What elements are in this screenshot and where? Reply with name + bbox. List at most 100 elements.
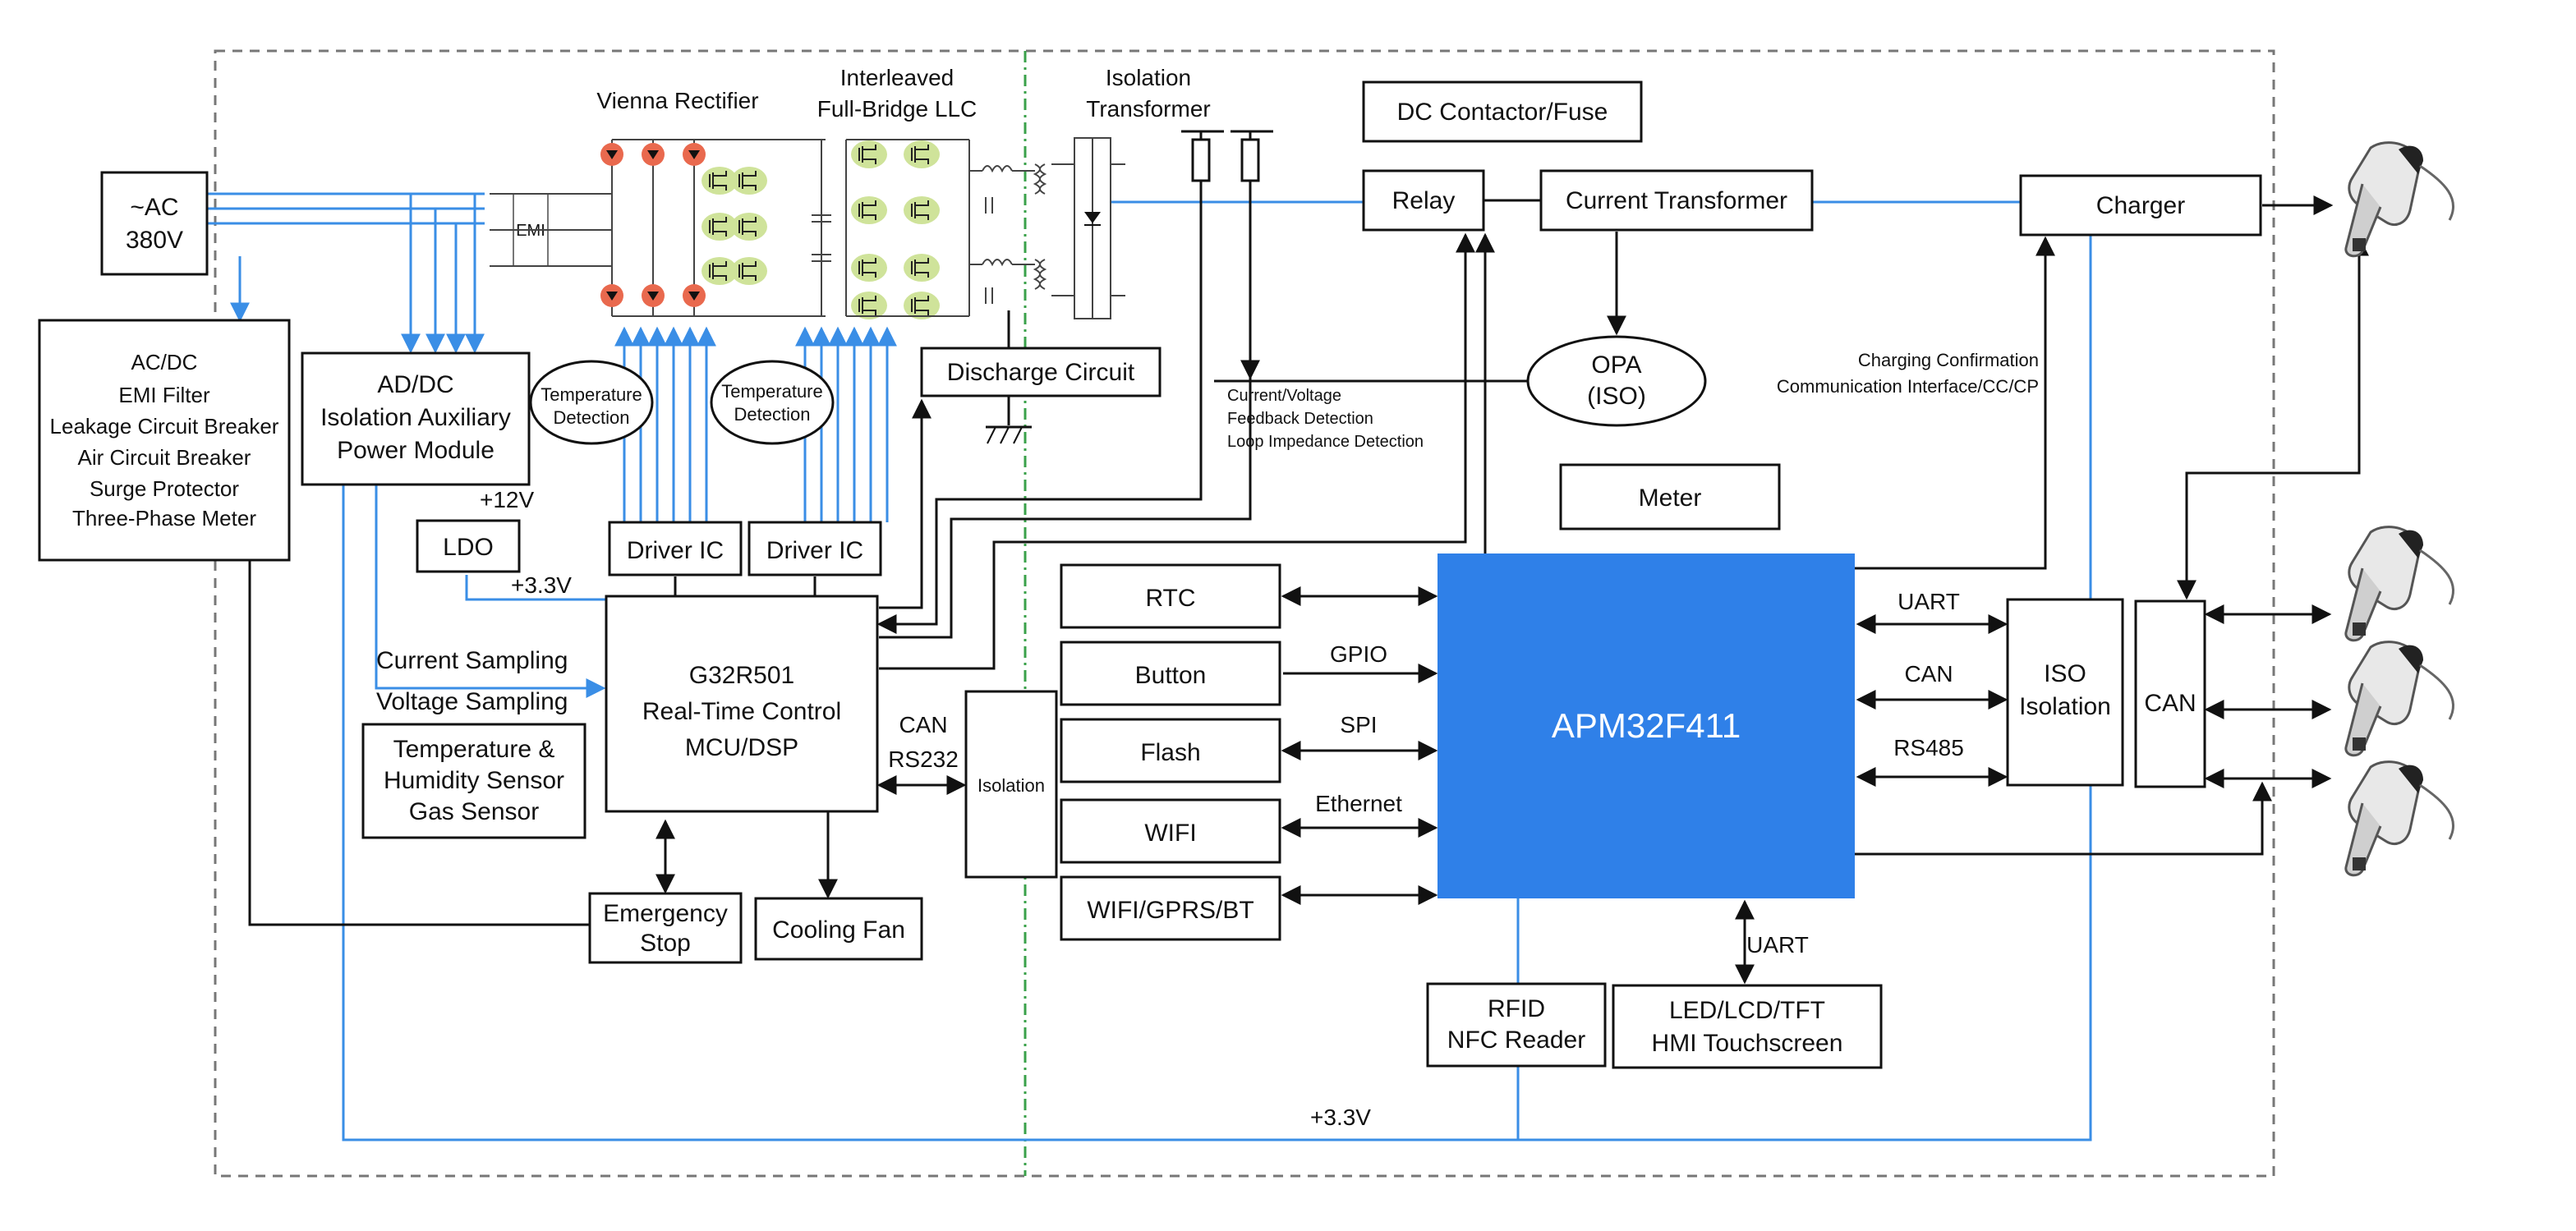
opa-iso-ellipse (1526, 335, 1707, 427)
apm32f411-box (1438, 553, 1855, 898)
mosfet-icon (851, 196, 887, 224)
wifi-gprs-bt-box (1060, 875, 1281, 941)
mosfet-icon (702, 257, 738, 285)
diode-symbol-icon (688, 150, 700, 159)
mcu-line-1: G32R501 (689, 662, 794, 689)
spi-label: SPI (1340, 712, 1377, 737)
charger-box (2019, 174, 2262, 237)
charging-confirmation-label-2: Communication Interface/CC/CP (1777, 376, 2039, 397)
mosfet-icon (702, 167, 738, 195)
apm32f411-label: APM32F411 (1552, 706, 1741, 745)
acdc-line-4: Air Circuit Breaker (78, 445, 251, 470)
can-box-label: CAN (2144, 690, 2196, 717)
meter-box (1559, 463, 1781, 531)
charger-label: Charger (2096, 192, 2185, 219)
driver-ic-label-2: Driver IC (766, 537, 863, 564)
v33-label-a: +3.3V (511, 572, 572, 598)
mosfet-symbol-icon (709, 171, 727, 191)
iso-isolation-box (2006, 598, 2124, 787)
aux-line-1: AD/DC (377, 371, 453, 398)
voltage-sampling-label: Voltage Sampling (376, 688, 568, 715)
mosfet-symbol-icon (911, 296, 929, 315)
mosfet-icon (702, 213, 738, 241)
driver-ic-label-1: Driver IC (627, 537, 724, 564)
mosfet-symbol-icon (738, 261, 757, 281)
temperature-detection-ellipse-2 (710, 360, 835, 445)
discharge-circuit-label: Discharge Circuit (947, 359, 1135, 386)
acdc-line-6: Three-Phase Meter (72, 506, 256, 531)
acdc-line-3: Leakage Circuit Breaker (50, 414, 279, 439)
emergency-label-2: Stop (640, 930, 691, 957)
meter-label: Meter (1639, 485, 1702, 512)
diode-symbol-icon (647, 292, 659, 301)
temp2-line-1: Temperature (721, 381, 823, 402)
sensor-line-3: Gas Sensor (409, 798, 539, 825)
gpio-label: GPIO (1330, 641, 1387, 667)
isolation-transformer-label-1: Isolation (1106, 65, 1191, 90)
iso-label-2: Isolation (2019, 693, 2111, 720)
flash-label: Flash (1140, 739, 1200, 766)
vienna-rectifier-label: Vienna Rectifier (596, 88, 758, 113)
ldo-box (416, 519, 521, 573)
diode-symbol-icon (647, 150, 659, 159)
mosfet-symbol-icon (738, 171, 757, 191)
rs232-label: RS232 (888, 746, 959, 772)
mosfet-symbol-icon (709, 217, 727, 237)
acdc-line-1: AC/DC (131, 350, 198, 374)
v33-label-b: +3.3V (1310, 1105, 1371, 1130)
charging-gun-top-icon (2344, 141, 2455, 258)
mosfet-symbol-icon (858, 258, 876, 278)
temp1-line-2: Detection (554, 407, 630, 428)
isolation-transformer-label-2: Transformer (1086, 96, 1210, 122)
current-sampling-label: Current Sampling (376, 647, 568, 674)
mosfet-symbol-icon (911, 200, 929, 220)
relay-box (1362, 169, 1485, 232)
current-transformer-label: Current Transformer (1566, 187, 1787, 214)
driver-ic-box-2 (748, 521, 882, 576)
rfid-label-1: RFID (1488, 995, 1545, 1022)
dc-contactor-label: DC Contactor/Fuse (1397, 99, 1608, 126)
diode-symbol-icon (606, 150, 618, 159)
acdc-line-2: EMI Filter (118, 383, 210, 407)
button-box (1060, 641, 1281, 706)
mosfet-symbol-icon (858, 145, 876, 164)
flash-box (1060, 718, 1281, 783)
mosfet-symbol-icon (911, 258, 929, 278)
mosfet-icon (731, 257, 767, 285)
diode-symbol-icon (688, 292, 700, 301)
llc-label-1: Interleaved (840, 65, 954, 90)
acdc-protection-box (38, 319, 291, 562)
discharge-circuit-box (920, 347, 1162, 397)
opa-label-1: OPA (1591, 351, 1641, 379)
cooling-fan-label: Cooling Fan (772, 916, 905, 944)
opa-label-2: (ISO) (1587, 383, 1646, 410)
aux-power-box (301, 351, 531, 486)
v12-label: +12V (480, 487, 534, 512)
sensor-line-2: Humidity Sensor (384, 767, 564, 794)
uart-label-1: UART (1898, 589, 1960, 614)
mosfet-icon (904, 140, 940, 168)
current-transformer-box (1539, 169, 1814, 232)
mcu-line-2: Real-Time Control (642, 698, 841, 725)
can-label-1: CAN (1904, 661, 1953, 687)
charging-gun-1-icon (2344, 526, 2455, 642)
mosfet-icon (851, 140, 887, 168)
hmi-label-2: HMI Touchscreen (1652, 1030, 1843, 1057)
wifi-label: WIFI (1144, 820, 1196, 847)
rfid-box (1426, 982, 1607, 1068)
emergency-label-1: Emergency (603, 900, 728, 927)
hmi-box (1612, 984, 1883, 1069)
isolation-label: Isolation (978, 775, 1045, 796)
mcu-dsp-box (605, 595, 879, 813)
rs485-label: RS485 (1893, 735, 1964, 760)
dc-contactor-box (1362, 80, 1643, 143)
mosfet-icon (851, 254, 887, 282)
hmi-label-1: LED/LCD/TFT (1669, 997, 1825, 1024)
mosfet-icon (731, 213, 767, 241)
temp1-line-1: Temperature (540, 384, 642, 405)
rtc-label: RTC (1145, 585, 1195, 612)
ldo-label: LDO (443, 534, 494, 561)
charging-gun-2-icon (2344, 641, 2455, 757)
